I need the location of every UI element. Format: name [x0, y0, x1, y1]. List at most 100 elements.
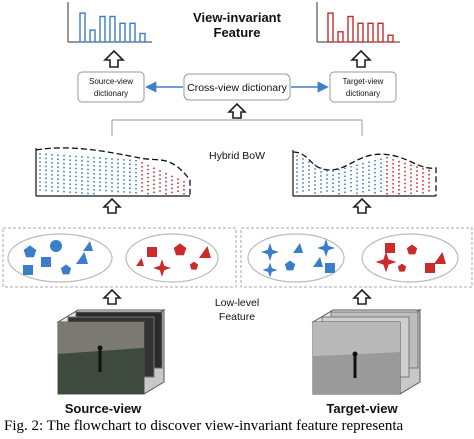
bow-dot — [380, 190, 382, 193]
bow-dot — [99, 161, 101, 164]
bow-dot — [117, 170, 119, 173]
bow-dot — [45, 181, 47, 184]
bow-dot — [344, 187, 346, 190]
bow-dot — [75, 191, 77, 194]
bow-dot — [308, 177, 310, 179]
bow-dot — [87, 192, 89, 195]
bow-dot — [81, 192, 83, 194]
bow-dot — [81, 176, 83, 178]
bow-dot — [39, 185, 41, 187]
bow-dot — [63, 162, 65, 165]
bow-dot — [81, 172, 83, 174]
bow-dot — [392, 187, 394, 189]
bow-dot — [308, 165, 310, 167]
bow-dot — [350, 169, 352, 172]
bow-dot — [123, 190, 125, 193]
target-histogram — [316, 2, 400, 43]
source-dict-label-2: dictionary — [94, 89, 128, 98]
bow-dot — [296, 187, 298, 189]
bow-dot — [129, 159, 131, 162]
bow-dot — [392, 163, 394, 165]
bow-dot — [410, 192, 412, 195]
bow-dot — [368, 189, 370, 192]
bow-dot — [159, 170, 161, 172]
bow-dot — [75, 183, 77, 186]
bow-dot — [380, 158, 382, 161]
bow-dot — [99, 169, 101, 172]
bow-dot — [380, 178, 382, 181]
bow-dot — [296, 183, 298, 185]
bow-dot — [93, 168, 95, 171]
bow-dot — [75, 171, 77, 174]
pentagon-icon — [23, 245, 37, 258]
bow-dot — [105, 169, 107, 172]
star-icon — [262, 262, 278, 278]
bow-dot — [314, 192, 316, 194]
bow-dot — [398, 164, 400, 167]
bow-dot — [69, 167, 71, 170]
bow-dot — [410, 176, 412, 179]
bow-dot — [368, 185, 370, 188]
bow-dot — [87, 172, 89, 175]
bow-dot — [105, 173, 107, 176]
star-icon — [375, 251, 397, 273]
bow-dot — [45, 177, 47, 180]
bow-dot — [57, 170, 59, 173]
bow-dot — [392, 179, 394, 181]
bow-dot — [422, 192, 424, 194]
bow-dot — [404, 162, 406, 165]
bow-dot — [141, 174, 143, 176]
bow-dot — [302, 186, 304, 188]
bow-dot — [87, 176, 89, 179]
bow-dot — [69, 191, 71, 194]
bow-dot — [111, 158, 113, 160]
bow-dot — [93, 164, 95, 167]
bow-dot — [296, 171, 298, 173]
source-view-label: Source-view — [65, 401, 142, 416]
bow-dot — [392, 159, 394, 161]
bow-dot — [302, 190, 304, 192]
bow-dot — [183, 180, 185, 183]
bow-dot — [356, 184, 358, 187]
bow-dot — [356, 188, 358, 191]
bow-dot — [368, 173, 370, 176]
triangle-icon — [76, 252, 88, 264]
bow-dot — [57, 178, 59, 181]
bow-dot — [398, 192, 400, 195]
bow-dot — [45, 185, 47, 188]
bow-dot — [422, 176, 424, 178]
bow-dot — [362, 174, 364, 177]
bow-dot — [153, 179, 155, 182]
bow-dot — [350, 185, 352, 188]
bow-dot — [123, 182, 125, 185]
bow-dot — [57, 158, 59, 161]
bow-dot — [171, 187, 173, 190]
bow-dot — [326, 178, 328, 180]
star-icon — [317, 239, 335, 257]
triangle-icon — [83, 241, 93, 251]
bow-dot — [153, 175, 155, 178]
view-invariant-title-line2: Feature — [214, 25, 261, 40]
bow-dot — [63, 178, 65, 181]
source-feature-panel — [2, 227, 237, 288]
bow-dot — [332, 170, 334, 173]
bow-dot — [111, 170, 113, 172]
up-arrow-icon — [350, 49, 372, 68]
bow-dot — [135, 187, 137, 190]
bow-dot — [332, 182, 334, 185]
bow-dot — [39, 161, 41, 163]
bow-dot — [81, 164, 83, 166]
bow-dot — [386, 188, 388, 191]
bow-dot — [81, 184, 83, 186]
bow-dot — [392, 171, 394, 173]
bow-dot — [141, 190, 143, 192]
bow-dot — [99, 177, 101, 180]
bow-dot — [141, 182, 143, 184]
bow-dot — [51, 189, 53, 192]
bow-dot — [39, 157, 41, 159]
bow-dot — [81, 180, 83, 182]
view-invariant-title-line1: View-invariant — [193, 10, 282, 25]
bow-dot — [63, 182, 65, 185]
bow-dot — [428, 181, 430, 184]
target-dict-label-1: Target-view — [343, 77, 384, 86]
